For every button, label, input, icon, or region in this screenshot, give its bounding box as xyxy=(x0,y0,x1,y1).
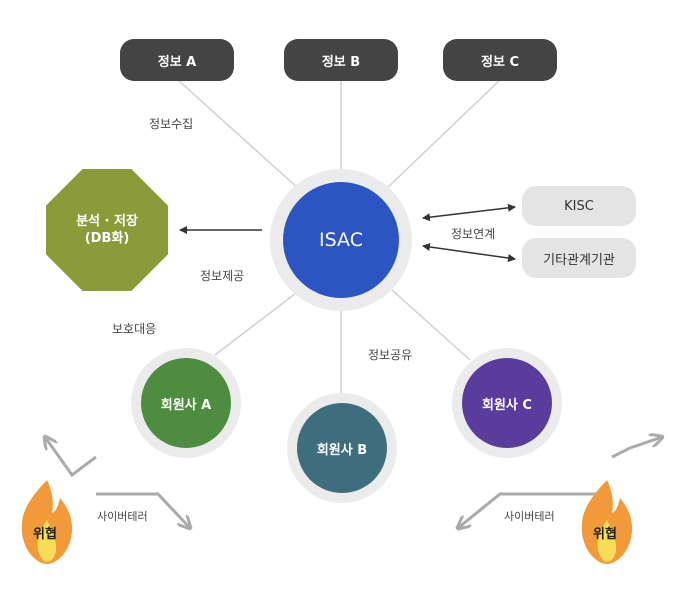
analysis-line1: 분석 · 저장 xyxy=(76,214,138,229)
arrow-other-agencies xyxy=(422,243,516,262)
info-source-a: 정보 A xyxy=(120,39,234,81)
isac-node: ISAC xyxy=(283,182,399,298)
threat-arrow-right-down xyxy=(458,492,610,528)
threat-arrow-left-up xyxy=(45,437,97,478)
member-a-node: 회원사 A xyxy=(141,358,231,448)
member-c-node: 회원사 C xyxy=(462,358,552,448)
threat-arrow-right-up xyxy=(611,437,662,459)
spoke-member-c xyxy=(391,289,471,361)
label-protect: 보호대응 xyxy=(112,322,157,336)
info-source-c: 정보 C xyxy=(443,39,557,81)
analysis-storage-node: 분석 · 저장 (DB화) xyxy=(46,169,168,291)
label-cyber-terror-left: 사이버테러 xyxy=(97,510,148,523)
partner-other-agencies: 기타관계기관 xyxy=(522,238,636,278)
spoke-info-a xyxy=(177,79,301,191)
partner-kisc: KISC xyxy=(522,186,636,226)
fire-icon-left xyxy=(21,480,73,564)
member-b-node: 회원사 B xyxy=(297,403,387,493)
label-cyber-terror-right: 사이버테러 xyxy=(504,510,555,523)
analysis-line2: (DB화) xyxy=(84,231,130,246)
label-provide: 정보제공 xyxy=(200,269,245,283)
fire-icon-right xyxy=(581,480,633,564)
label-link: 정보연계 xyxy=(451,227,496,241)
threat-label-right: 위협 xyxy=(593,527,617,542)
threat-arrow-left-down xyxy=(96,492,190,528)
spoke-info-c xyxy=(384,79,501,191)
label-collect: 정보수집 xyxy=(149,117,194,131)
info-source-b: 정보 B xyxy=(284,39,398,81)
label-share: 정보공유 xyxy=(368,348,413,362)
arrow-kisc xyxy=(422,203,516,222)
threat-label-left: 위협 xyxy=(33,527,57,542)
spoke-member-a xyxy=(214,289,301,356)
